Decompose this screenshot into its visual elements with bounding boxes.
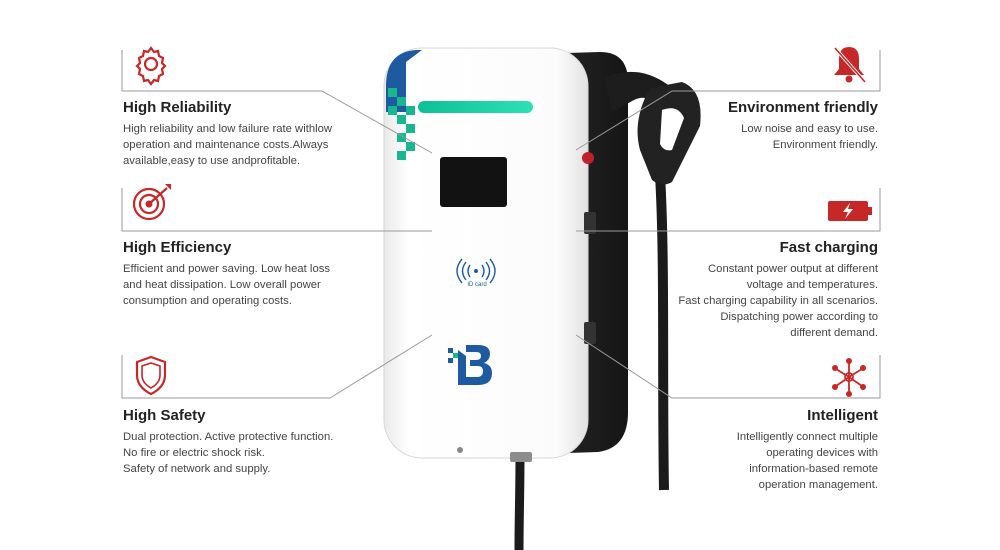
rfid-label: ID card xyxy=(467,282,487,288)
shield-icon xyxy=(125,353,177,397)
feature-environment-friendly: Environment friendly Low noise and easy … xyxy=(628,99,878,153)
network-icon xyxy=(823,355,875,399)
bell-off-icon xyxy=(823,42,875,86)
feature-title: High Reliability xyxy=(123,99,232,116)
gear-icon xyxy=(125,42,177,86)
feature-description: High reliability and low failure rate wi… xyxy=(123,123,333,167)
callout-lines xyxy=(121,50,881,399)
battery-bolt-icon xyxy=(823,188,875,232)
feature-title: Environment friendly xyxy=(727,99,878,116)
power-cable xyxy=(514,454,525,550)
charger-front-panel xyxy=(383,47,589,459)
feature-description: Efficient and power saving. Low heat los… xyxy=(123,263,331,307)
pixel-pattern xyxy=(388,88,415,160)
feature-title: Fast charging xyxy=(779,239,878,256)
feature-high-reliability: High Reliability High reliability and lo… xyxy=(123,99,373,169)
feature-high-efficiency: High Efficiency Efficient and power savi… xyxy=(123,239,373,309)
led-status-bar xyxy=(418,101,533,113)
feature-high-safety: High Safety Dual protection. Active prot… xyxy=(123,407,373,477)
feature-fast-charging: Fast charging Constant power output at d… xyxy=(628,239,878,341)
rfid-reader-icon xyxy=(456,258,496,284)
brand-logo xyxy=(448,345,492,385)
feature-title: Intelligent xyxy=(807,407,878,424)
feature-intelligent: Intelligent Intelligently connect multip… xyxy=(628,407,878,493)
feature-description: Intelligently connect multiple operating… xyxy=(736,431,878,491)
target-icon xyxy=(125,180,177,224)
charging-cable xyxy=(655,174,669,491)
feature-description: Low noise and easy to use. Environment f… xyxy=(741,123,878,151)
feature-description: Constant power output at different volta… xyxy=(678,263,878,339)
feature-description: Dual protection. Active protective funct… xyxy=(123,431,334,475)
feature-title: High Efficiency xyxy=(123,239,232,256)
bottom-gland xyxy=(510,452,532,462)
display-screen xyxy=(440,157,507,207)
emergency-stop xyxy=(582,152,594,164)
feature-title: High Safety xyxy=(123,407,206,424)
